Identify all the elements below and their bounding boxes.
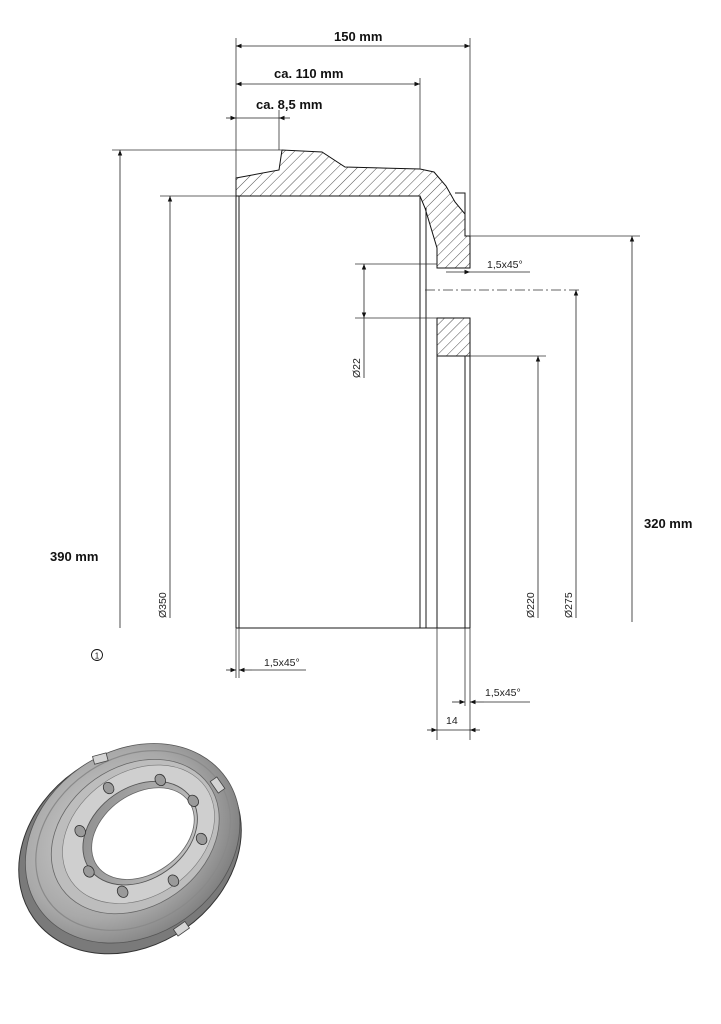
- label-inner-width: ca. 110 mm: [274, 66, 343, 81]
- label-web-thickness: 14: [446, 715, 458, 727]
- label-chamfer-bottom-right: 1,5x45°: [485, 687, 521, 699]
- label-hole-diameter: Ø22: [351, 358, 363, 378]
- hatched-web-section: [436, 317, 471, 357]
- lip-outline: [455, 192, 466, 214]
- callout-marker: 1: [91, 649, 103, 661]
- right-dimensions: 320 mm Ø275 Ø220 1,5x45° 1,5x45° 14: [427, 235, 692, 740]
- label-overall-width: 150 mm: [334, 29, 382, 44]
- label-bolt-circle: Ø275: [563, 592, 575, 618]
- label-flange-offset: ca. 8,5 mm: [256, 97, 323, 112]
- hatched-rim-section: [235, 149, 471, 269]
- label-inner-bore: Ø220: [525, 592, 537, 618]
- top-dimensions: 150 mm ca. 110 mm ca. 8,5 mm: [226, 29, 471, 236]
- callout-number: 1: [95, 652, 100, 661]
- brake-drum-illustration: [18, 743, 242, 955]
- label-outer-height: 390 mm: [50, 549, 98, 564]
- bottom-left-chamfer-dimension: 1,5x45°: [226, 628, 306, 678]
- section-view: [235, 149, 582, 629]
- label-chamfer-top: 1,5x45°: [487, 259, 523, 271]
- label-bore-diameter: Ø350: [157, 592, 169, 618]
- label-chamfer-bottom-left: 1,5x45°: [264, 657, 300, 669]
- label-right-height: 320 mm: [644, 516, 692, 531]
- left-dimensions: 390 mm Ø350 Ø22: [50, 149, 437, 628]
